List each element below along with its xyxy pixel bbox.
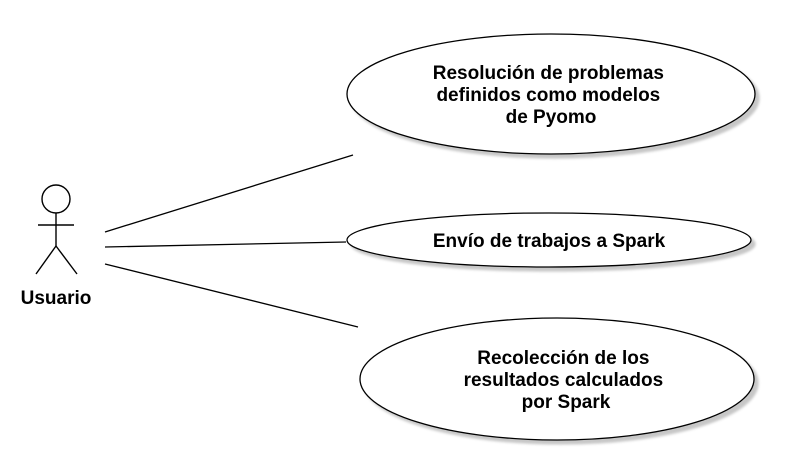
actor-right-leg (55, 245, 78, 275)
use-case-3-ellipse (359, 317, 755, 441)
use-case-1[interactable]: Resolución de problemas definidos como m… (346, 33, 756, 155)
use-case-3[interactable]: Recolección de los resultados calculados… (359, 317, 755, 441)
use-case-1-line-1: Resolución de problemas (433, 63, 664, 84)
actor-head (41, 184, 71, 214)
use-case-1-ellipse (346, 33, 756, 155)
use-case-2[interactable]: Envío de trabajos a Spark (346, 212, 752, 268)
use-case-1-line-3: de Pyomo (506, 107, 597, 128)
use-case-3-line-2: resultados calculados (464, 370, 664, 391)
associations (104, 154, 359, 328)
use-case-1-label: Resolución de problemas definidos como m… (433, 63, 670, 128)
association-line-2[interactable] (104, 241, 347, 248)
association-line-1[interactable] (104, 154, 354, 233)
use-case-2-label: Envío de trabajos a Spark (433, 231, 666, 252)
association-line-3[interactable] (104, 263, 359, 328)
use-case-3-line-1: Recolección de los (477, 348, 649, 369)
use-case-3-line-3: por Spark (522, 392, 611, 413)
actor-left-leg (35, 245, 57, 275)
use-case-3-label: Recolección de los resultados calculados… (464, 348, 669, 413)
actor-figure[interactable] (35, 184, 78, 275)
actor-label: Usuario (21, 288, 92, 309)
use-case-1-line-2: definidos como modelos (436, 85, 660, 106)
use-case-2-ellipse (346, 212, 752, 268)
use-case-2-line-1: Envío de trabajos a Spark (433, 231, 666, 252)
